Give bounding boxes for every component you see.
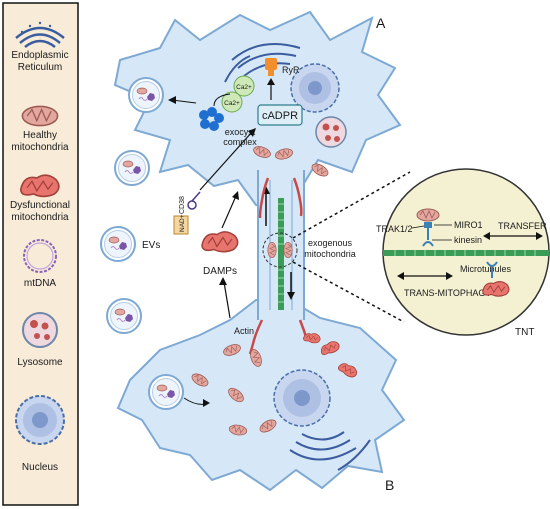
legend-label-lysosome: Lysosome: [17, 357, 63, 368]
nucleus-b: [273, 369, 331, 427]
evs-label: EVs: [142, 240, 160, 251]
ev-vesicle: [148, 374, 184, 410]
exogenous-label-1: exogenous: [308, 238, 353, 248]
nad-box: [173, 215, 189, 235]
exogenous-label-2: mitochondria: [304, 249, 356, 259]
inset-dysfunctional-mitochondria-icon: [482, 280, 510, 297]
calcium-ion-1: Ca2+: [233, 75, 255, 97]
cadpr-label: cADPR: [262, 110, 298, 122]
nucleus-a: [290, 63, 340, 113]
legend-label-healthy-2: mitochondria: [11, 142, 69, 153]
endoplasmic-reticulum-b: [289, 431, 371, 471]
cd38-receptor-icon: [187, 191, 201, 210]
trans-mitophagy-label: TRANS-MITOPHAGY: [404, 288, 491, 298]
panel-a-label: A: [376, 15, 386, 31]
microtubules-label: Microtubules: [460, 264, 512, 274]
svg-text:Ca2+: Ca2+: [236, 84, 252, 91]
transfer-label: TRANSFER: [498, 221, 547, 231]
exocyst-label-1: exocyst: [225, 127, 256, 137]
ev-vesicle: [128, 77, 164, 113]
mtdna-icon: [23, 239, 57, 273]
exogenous-mito-highlight: [262, 232, 298, 268]
damps-label: DAMPs: [203, 266, 237, 277]
endoplasmic-reticulum-icon: [15, 21, 65, 49]
exocyst-complex-icon: [199, 107, 224, 131]
trak-label: TRAK1/2: [376, 224, 413, 234]
kinesin-label: kinesin: [454, 235, 482, 245]
inset-kinesin-2-icon: [486, 261, 498, 278]
microtubule: [278, 198, 284, 310]
nucleus-icon: [15, 395, 65, 445]
exocyst-label-2: complex: [223, 137, 257, 147]
ev-vesicle: [114, 150, 150, 186]
healthy-mitochondria-icon: [21, 105, 59, 127]
dysfunctional-mitochondria-icon: [19, 174, 60, 198]
nad-label: NAD+: [179, 214, 186, 232]
svg-text:Ca2+: Ca2+: [224, 100, 240, 107]
kinesin-motor-icon: [422, 222, 434, 247]
legend-label-healthy-1: Healthy: [23, 130, 57, 141]
legend-label-nucleus: Nucleus: [22, 462, 58, 473]
ev-vesicle: [100, 226, 136, 262]
calcium-ion-2: Ca2+: [221, 91, 243, 113]
damps-mitochondria-icon: [201, 231, 239, 253]
legend-label-mtdna: mtDNA: [24, 278, 57, 289]
legend-label-dysfunctional-2: mitochondria: [11, 212, 69, 223]
inset-mitochondria-icon: [416, 208, 440, 222]
lysosome-icon: [22, 312, 58, 348]
legend-label-er-1: Endoplasmic: [11, 50, 68, 61]
cd38-label: CD38: [179, 196, 186, 214]
ryr-label: RyR: [282, 65, 300, 75]
cadpr-box: [257, 104, 303, 126]
legend-label-dysfunctional-1: Dysfunctional: [10, 200, 70, 211]
tnt-label: TNT: [515, 327, 534, 338]
ev-vesicle: [106, 298, 142, 334]
miro-label: MIRO1: [454, 220, 483, 230]
lysosome-a: [315, 116, 347, 148]
legend-label-er-2: Reticulum: [18, 62, 62, 73]
ryr-channel: [265, 58, 277, 76]
inset-microtubule: [383, 250, 549, 256]
panel-b-label: B: [385, 477, 394, 493]
actin-label: Actin: [234, 326, 254, 336]
